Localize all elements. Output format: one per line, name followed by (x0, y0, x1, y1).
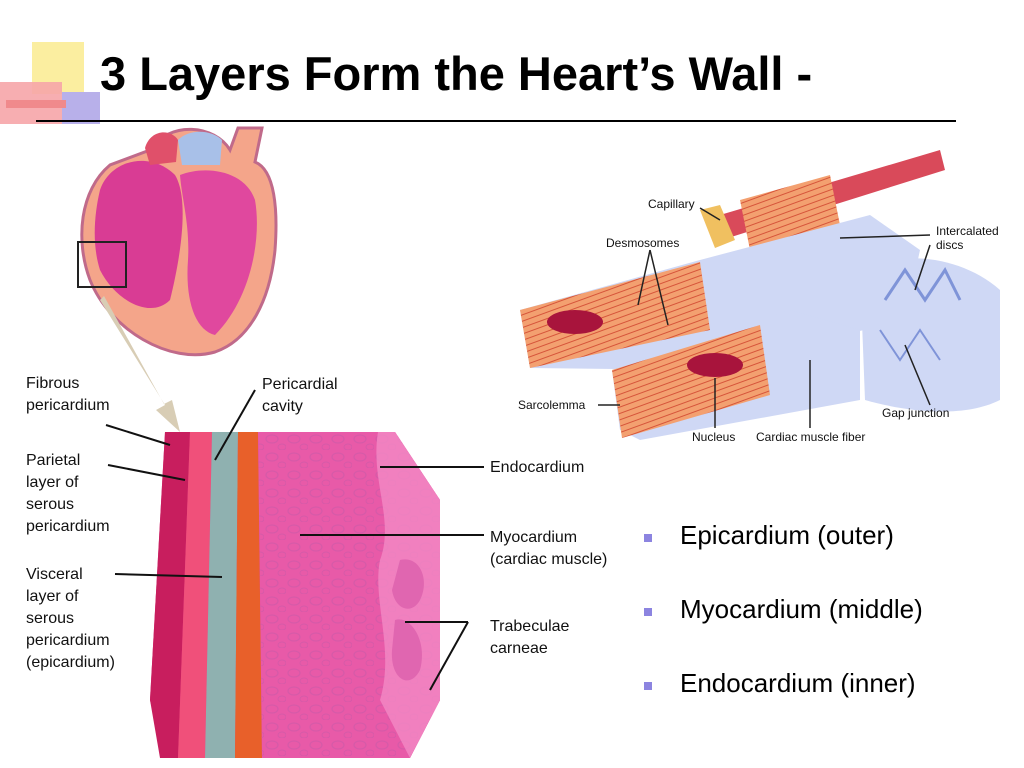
label-gap-junction: Gap junction (882, 406, 950, 420)
label-visceral-layer: Visceral layer of serous pericardium (ep… (26, 566, 115, 671)
heart-wall-section (150, 432, 440, 758)
wall-leader-lines (105, 389, 484, 691)
label-cardiac-muscle-fiber: Cardiac muscle fiber (756, 430, 866, 444)
decor-purple-square (62, 92, 100, 124)
bullet-text: Epicardium (outer) (680, 520, 894, 550)
cardiac-muscle-illustration (520, 150, 1000, 440)
slide-title: 3 Layers Form the Heart’s Wall - (100, 47, 813, 100)
title-underline (36, 120, 956, 122)
bullet-item: Myocardium (middle) (640, 594, 923, 668)
bullet-item: Endocardium (inner) (640, 668, 923, 742)
label-nucleus: Nucleus (692, 430, 736, 444)
label-endocardium: Endocardium (490, 459, 585, 476)
label-trabeculae-carneae: Trabeculae carneae (490, 618, 570, 657)
label-pericardial-cavity: Pericardial cavity (262, 376, 338, 415)
bullet-square-icon (644, 534, 652, 542)
layer-bullet-list: Epicardium (outer) Myocardium (middle) E… (640, 520, 923, 742)
decor-red-bar (6, 100, 66, 108)
label-capillary: Capillary (648, 197, 695, 211)
heart-illustration (77, 126, 278, 357)
bullet-text: Endocardium (inner) (680, 668, 916, 698)
label-sarcolemma: Sarcolemma (518, 398, 586, 412)
label-parietal-layer: Parietal layer of serous pericardium (26, 452, 110, 535)
bullet-square-icon (644, 682, 652, 690)
label-myocardium: Myocardium (cardiac muscle) (490, 529, 608, 568)
bullet-item: Epicardium (outer) (640, 520, 923, 594)
muscle-leader-lines (598, 207, 931, 428)
bullet-text: Myocardium (middle) (680, 594, 923, 624)
label-desmosomes: Desmosomes (606, 236, 680, 250)
zoom-box (77, 241, 127, 288)
label-intercalated-discs: Intercalated discs (936, 224, 999, 252)
zoom-arrow (100, 296, 180, 432)
label-fibrous-pericardium: Fibrous pericardium (26, 375, 110, 414)
bullet-square-icon (644, 608, 652, 616)
